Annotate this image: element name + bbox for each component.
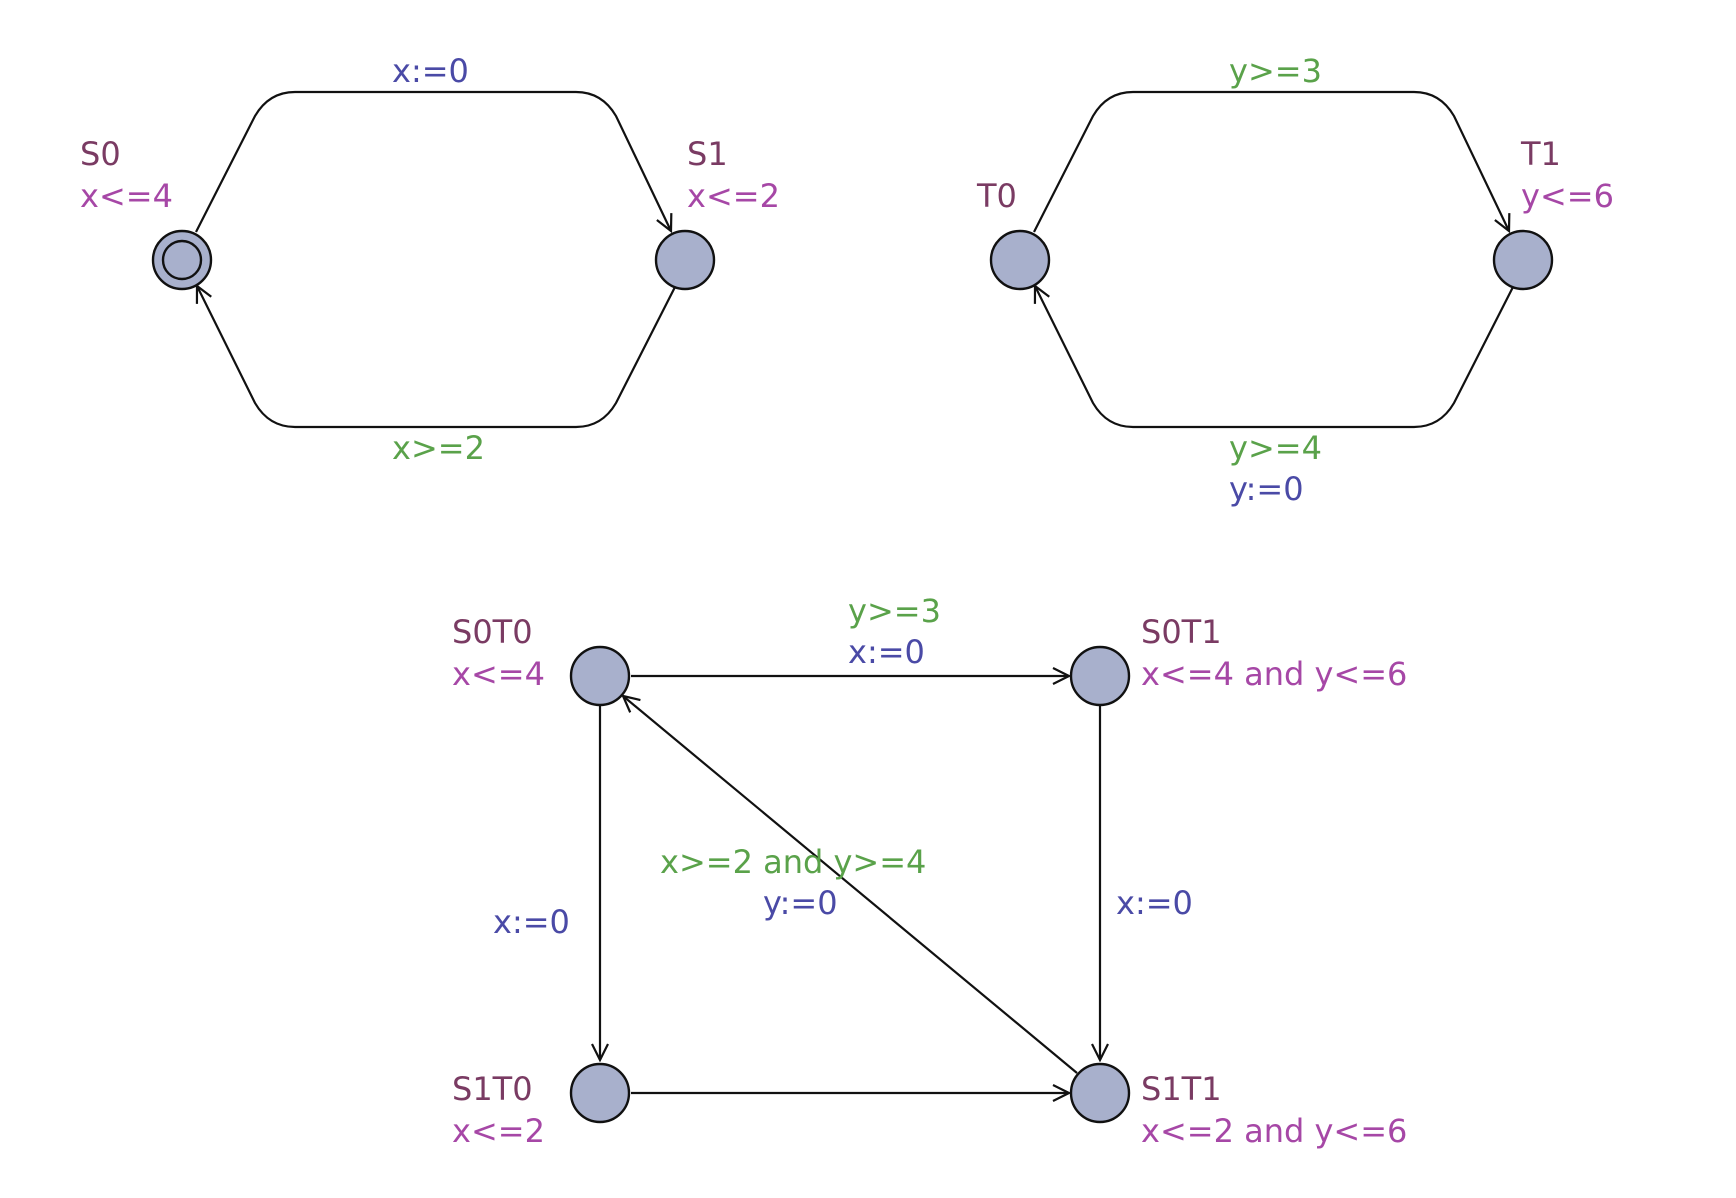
location-t0[interactable] — [989, 229, 1051, 291]
location-s1t1-invariant: x<=2 and y<=6 — [1141, 1112, 1407, 1150]
location-s0t0[interactable] — [569, 645, 631, 707]
location-s0t1[interactable] — [1069, 645, 1131, 707]
location-s0-circle[interactable] — [151, 229, 213, 291]
location-s0[interactable] — [151, 229, 213, 291]
location-s1-name: S1 — [687, 135, 728, 173]
location-t1-name: T1 — [1520, 135, 1561, 173]
edge-s0t0-s0t1-assignment: x:=0 — [848, 633, 925, 671]
location-s1t1[interactable] — [1069, 1062, 1131, 1124]
edge-t0-t1-guard: y>=3 — [1229, 52, 1322, 90]
edge-s0t1-s1t1-assignment: x:=0 — [1116, 884, 1193, 922]
location-s1[interactable] — [654, 229, 716, 291]
location-t1[interactable] — [1492, 229, 1554, 291]
location-s1t0-invariant: x<=2 — [452, 1112, 545, 1150]
edge-s0-s1-assignment: x:=0 — [392, 52, 469, 90]
location-s1t0[interactable] — [569, 1062, 631, 1124]
automaton-t: T0 T1 y<=6 y>=3 y>=4 y:=0 — [976, 52, 1614, 508]
location-s0t0-name: S0T0 — [452, 613, 533, 651]
edge-t1-t0 — [1035, 286, 1514, 429]
location-s0t1-name: S0T1 — [1141, 613, 1222, 651]
edge-t1-t0-assignment: y:=0 — [1229, 470, 1304, 508]
location-s0-invariant: x<=4 — [80, 177, 173, 215]
edge-s1t1-s0t0-assignment: y:=0 — [763, 884, 838, 922]
location-s1t0-name: S1T0 — [452, 1070, 533, 1108]
initial-location-marker — [161, 239, 203, 281]
edge-s1-s0-guard: x>=2 — [392, 429, 485, 467]
location-t0-name: T0 — [976, 177, 1017, 215]
location-t1-invariant: y<=6 — [1521, 177, 1614, 215]
location-s0-name: S0 — [80, 135, 121, 173]
automaton-s: S0 x<=4 S1 x<=2 x:=0 x>=2 — [80, 52, 780, 467]
edge-s0t0-s1t0-assignment: x:=0 — [493, 903, 570, 941]
edge-t1-t0-guard: y>=4 — [1229, 429, 1322, 467]
location-s1t1-name: S1T1 — [1141, 1070, 1222, 1108]
edge-s0t0-s0t1-guard: y>=3 — [848, 592, 941, 630]
edge-t0-t1 — [1033, 90, 1509, 232]
edge-s0-s1 — [195, 90, 671, 232]
location-s0t0-invariant: x<=4 — [452, 655, 545, 693]
location-s1-invariant: x<=2 — [687, 177, 780, 215]
edge-s1t1-s0t0-guard: x>=2 and y>=4 — [660, 843, 926, 881]
product-automaton: S0T0 x<=4 S0T1 x<=4 and y<=6 S1T0 x<=2 S… — [452, 592, 1407, 1150]
edge-s1-s0 — [197, 286, 676, 429]
edge-s1t1-s0t0 — [623, 696, 1078, 1074]
location-s0t1-invariant: x<=4 and y<=6 — [1141, 655, 1407, 693]
